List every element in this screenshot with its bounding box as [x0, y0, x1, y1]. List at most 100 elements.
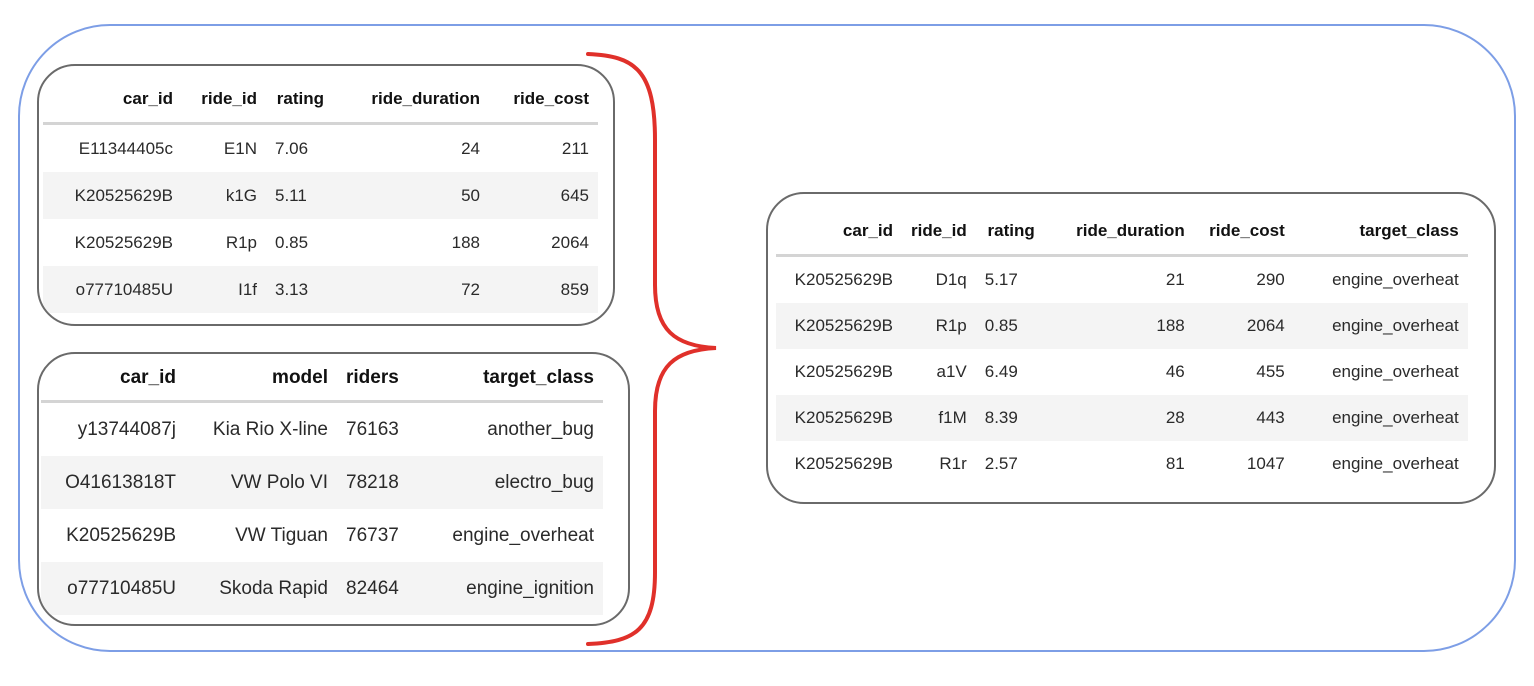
table-cell: 76737	[346, 524, 399, 546]
table-row: O41613818T VW Polo VI 78218 electro_bug	[41, 456, 603, 509]
table-cell: 0.85	[275, 232, 309, 252]
table-cell: f1M	[902, 395, 976, 441]
rides-table: car_id ride_id rating ride_duration ride…	[43, 76, 598, 313]
table-header-row: car_id ride_id rating ride_duration ride…	[776, 208, 1468, 257]
column-header: car_id	[41, 356, 185, 403]
table-header-row: car_id ride_id rating ride_duration ride…	[43, 76, 598, 125]
merge-brace	[586, 52, 717, 646]
column-header: riders	[337, 356, 423, 403]
table-cell: 72	[333, 266, 489, 313]
column-header: model	[185, 356, 337, 403]
result-table-panel: car_id ride_id rating ride_duration ride…	[766, 192, 1496, 504]
table-cell: 455	[1256, 362, 1285, 381]
table-cell: K20525629B	[66, 524, 176, 546]
table-row: o77710485U Skoda Rapid 82464 engine_igni…	[41, 562, 603, 615]
table-cell: 5.11	[266, 172, 333, 219]
table-row: y13744087j Kia Rio X-line 76163 another_…	[41, 402, 603, 457]
table-cell: engine_overheat	[452, 524, 594, 546]
column-header: target_class	[1293, 208, 1468, 257]
table-row: K20525629B D1q 5.17 21 290 engine_overhe…	[776, 256, 1468, 304]
table-cell: 188	[1043, 303, 1194, 349]
table-cell: K20525629B	[776, 395, 902, 441]
table-row: K20525629B f1M 8.39 28 443 engine_overhe…	[776, 395, 1468, 441]
table-cell: 6.49	[984, 362, 1018, 381]
table-cell: VW Tiguan	[235, 524, 328, 546]
table-cell: 24	[461, 138, 480, 158]
table-cell: engine_ignition	[423, 562, 603, 615]
table-cell: 8.39	[975, 395, 1044, 441]
column-header: ride_duration	[1043, 208, 1194, 257]
table-cell: a1V	[936, 362, 967, 381]
table-cell: Kia Rio X-line	[212, 418, 328, 440]
table-cell: D1q	[935, 270, 967, 289]
table-cell: 443	[1193, 395, 1294, 441]
table-cell: I1f	[182, 266, 266, 313]
table-row: K20525629B k1G 5.11 50 645	[43, 172, 598, 219]
table-row: K20525629B R1r 2.57 81 1047 engine_overh…	[776, 441, 1468, 487]
column-header: rating	[975, 208, 1044, 257]
result-table: car_id ride_id rating ride_duration ride…	[776, 208, 1468, 487]
table-cell: K20525629B	[794, 454, 893, 473]
column-header: rating	[266, 76, 333, 125]
table-cell: 0.85	[975, 303, 1044, 349]
table-cell: o77710485U	[43, 266, 182, 313]
table-cell: another_bug	[487, 418, 594, 440]
table-row: o77710485U I1f 3.13 72 859	[43, 266, 598, 313]
table-cell: 3.13	[266, 266, 333, 313]
table-cell: 290	[1256, 270, 1285, 289]
table-cell: 7.06	[275, 138, 309, 158]
table-cell: K20525629B	[794, 270, 893, 289]
table-cell: k1G	[182, 172, 266, 219]
table-cell: 21	[1165, 270, 1185, 289]
table-cell: E11344405c	[78, 138, 173, 158]
table-cell: 2.57	[984, 454, 1018, 473]
table-row: K20525629B VW Tiguan 76737 engine_overhe…	[41, 509, 603, 562]
table-cell: 50	[333, 172, 489, 219]
table-row: E11344405c E1N 7.06 24 211	[43, 124, 598, 173]
table-cell: 82464	[337, 562, 423, 615]
table-cell: engine_overheat	[1293, 303, 1468, 349]
table-cell: O41613818T	[41, 456, 185, 509]
column-header: ride_duration	[333, 76, 489, 125]
table-cell: electro_bug	[423, 456, 603, 509]
table-cell: 859	[489, 266, 598, 313]
table-cell: 76163	[346, 418, 399, 440]
rides-table-panel: car_id ride_id rating ride_duration ride…	[37, 64, 615, 326]
table-cell: 211	[561, 138, 589, 158]
table-cell: K20525629B	[43, 172, 182, 219]
table-cell: engine_overheat	[1332, 454, 1459, 473]
column-header: ride_id	[182, 76, 266, 125]
table-cell: K20525629B	[794, 362, 893, 381]
table-cell: R1p	[225, 232, 257, 252]
table-row: K20525629B R1p 0.85 188 2064 engine_over…	[776, 303, 1468, 349]
table-cell: K20525629B	[776, 303, 902, 349]
column-header: ride_cost	[1193, 208, 1294, 257]
table-cell: Skoda Rapid	[185, 562, 337, 615]
table-cell: 81	[1165, 454, 1185, 473]
column-header: target_class	[423, 356, 603, 403]
table-header-row: car_id model riders target_class	[41, 356, 603, 403]
table-cell: 1047	[1246, 454, 1285, 473]
table-cell: 645	[489, 172, 598, 219]
table-cell: 78218	[337, 456, 423, 509]
table-cell: E1N	[223, 138, 257, 158]
table-cell: y13744087j	[77, 418, 176, 440]
table-cell: engine_overheat	[1332, 362, 1459, 381]
table-cell: R1r	[939, 454, 967, 473]
cars-table: car_id model riders target_class y137440…	[41, 356, 603, 615]
column-header: ride_cost	[489, 76, 598, 125]
table-cell: R1p	[902, 303, 976, 349]
cars-table-panel: car_id model riders target_class y137440…	[37, 352, 630, 626]
table-cell: 5.17	[984, 270, 1018, 289]
table-cell: 2064	[1193, 303, 1294, 349]
table-row: K20525629B a1V 6.49 46 455 engine_overhe…	[776, 349, 1468, 395]
outer-frame	[18, 24, 1516, 652]
table-cell: engine_overheat	[1332, 270, 1459, 289]
table-cell: K20525629B	[74, 232, 173, 252]
table-cell: 28	[1043, 395, 1194, 441]
table-row: K20525629B R1p 0.85 188 2064	[43, 219, 598, 266]
table-cell: o77710485U	[41, 562, 185, 615]
table-cell: engine_overheat	[1293, 395, 1468, 441]
table-cell: VW Polo VI	[185, 456, 337, 509]
column-header: car_id	[776, 208, 902, 257]
